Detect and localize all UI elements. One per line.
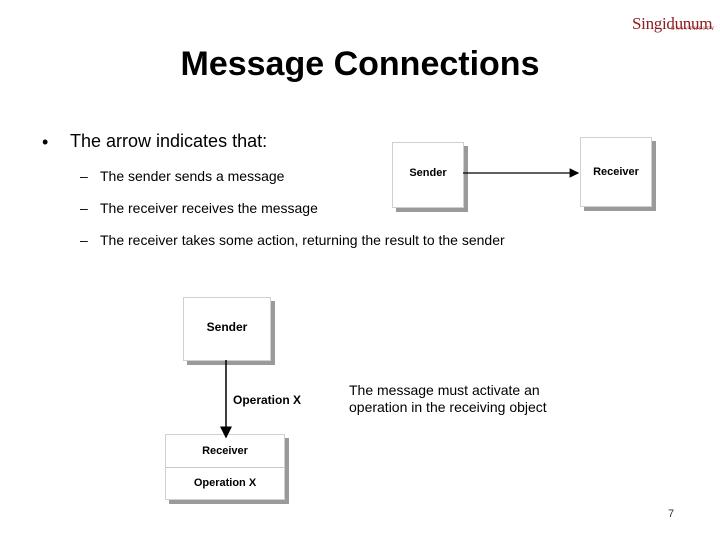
sub-bullet-3-text: The receiver takes some action, returnin…	[100, 232, 505, 248]
slide-title: Message Connections	[180, 45, 540, 83]
sub-bullet-3: –The receiver takes some action, returni…	[80, 232, 505, 248]
top-sender-box: Sender	[392, 142, 464, 208]
bottom-receiver-label: Receiver	[202, 445, 248, 457]
sub-bullet-1: –The sender sends a message	[80, 168, 285, 184]
page-number: 7	[668, 508, 675, 520]
top-receiver-box: Receiver	[580, 137, 652, 207]
sub-bullet-2-text: The receiver receives the message	[100, 200, 318, 216]
logo-name: Singidunum	[632, 14, 713, 33]
university-logo: Singidunum UNIVERSITY	[632, 14, 716, 36]
bullet-text: The arrow indicates that:	[70, 131, 268, 151]
bottom-sender-label: Sender	[206, 320, 248, 334]
bottom-receiver-operation-row: Operation X	[166, 468, 284, 499]
sub-bullet-2: –The receiver receives the message	[80, 200, 318, 216]
top-sender-label: Sender	[409, 167, 447, 179]
sub-bullet-1-text: The sender sends a message	[100, 168, 285, 184]
operation-label: Operation X	[233, 393, 302, 407]
explanation-note: The message must activate an operation i…	[349, 382, 547, 415]
logo-subtitle: UNIVERSITY	[671, 27, 716, 32]
bottom-sender-box: Sender	[183, 297, 271, 361]
top-receiver-label: Receiver	[593, 166, 639, 178]
bottom-receiver-header: Receiver	[166, 435, 284, 468]
bottom-receiver-operation: Operation X	[193, 477, 257, 489]
bullet-marker: •	[42, 132, 49, 152]
bottom-receiver-box: Receiver Operation X	[165, 434, 285, 500]
